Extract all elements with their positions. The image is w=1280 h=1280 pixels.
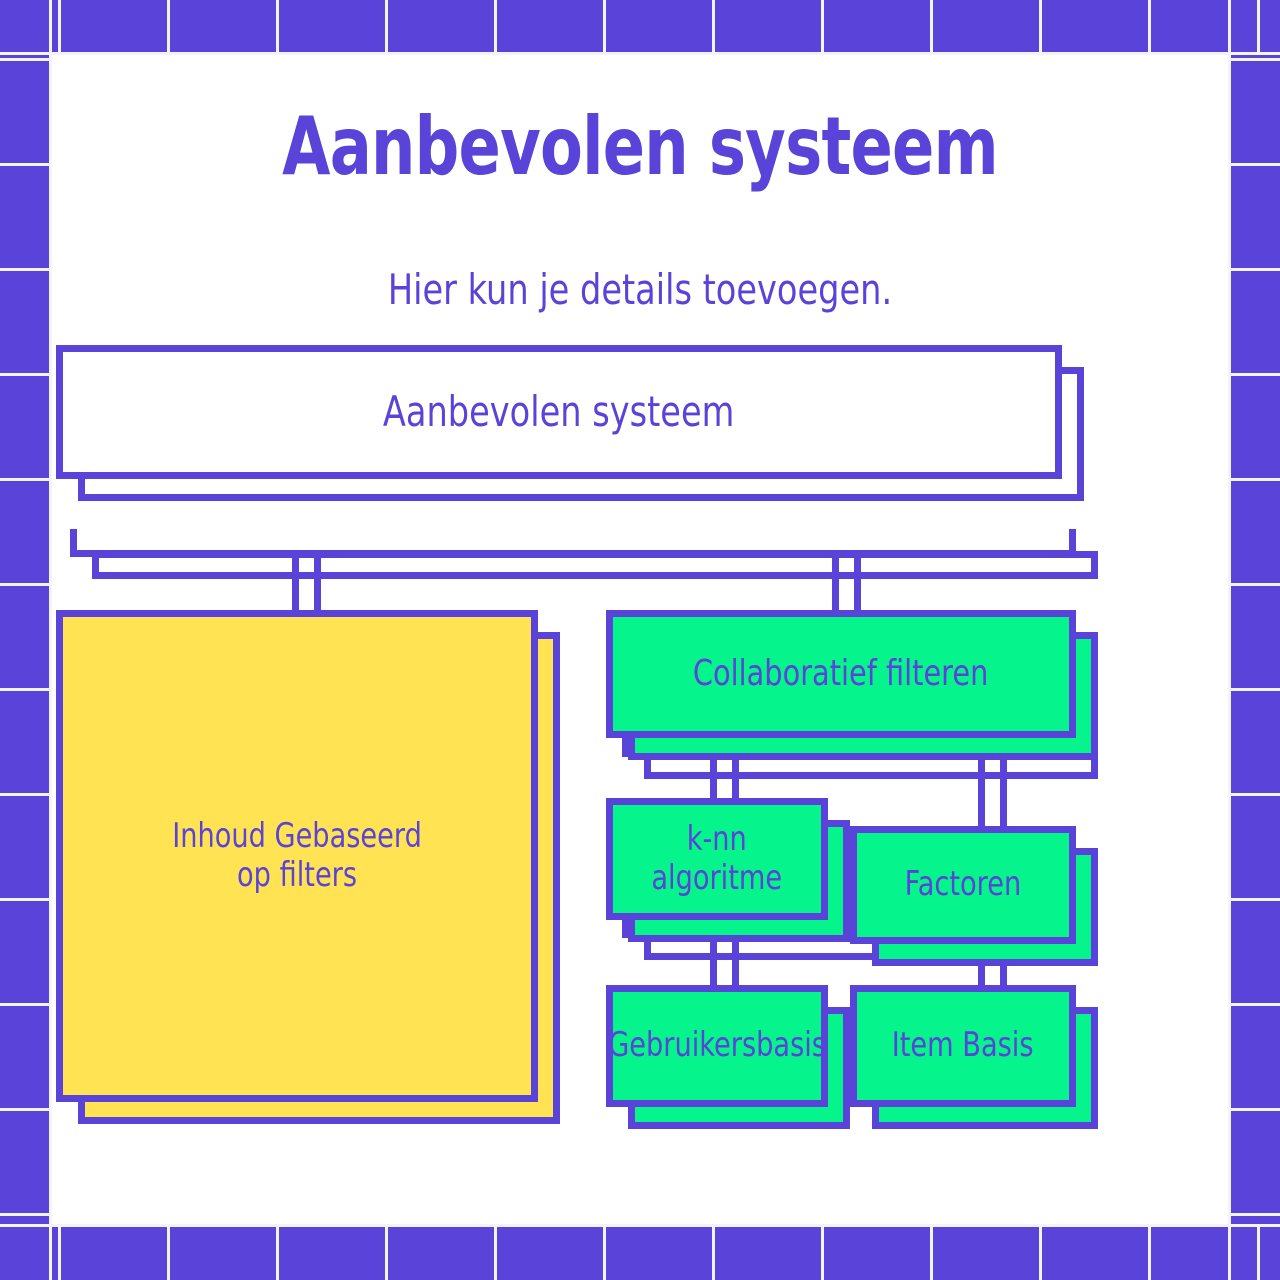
frame-tick-bottom: [276, 1227, 279, 1280]
content-area: Aanbevolen systeem Hier kun je details t…: [52, 55, 1228, 1224]
connector-item-drop: [978, 938, 985, 1000]
node-root-card[interactable]: Aanbevolen systeem: [56, 345, 1062, 479]
frame-tick-left: [0, 1108, 49, 1111]
frame-tick-bottom: [167, 1227, 170, 1280]
frame-tick-right: [1231, 478, 1280, 481]
frame-tick-right: [1231, 898, 1280, 901]
frame-tick-left: [0, 793, 49, 796]
page-subtitle: Hier kun je details toevoegen.: [387, 265, 893, 314]
frame-tick-right: [1231, 163, 1280, 166]
frame-tick-left: [0, 688, 49, 691]
frame-tick-right: [1231, 583, 1280, 586]
frame-tick-bottom: [1148, 1227, 1151, 1280]
connector-root-bracket: [70, 529, 1098, 579]
frame-tick-left: [0, 898, 49, 901]
connector-gebruikers-drop-shadow: [732, 938, 739, 1000]
connector-item-drop-shadow: [1000, 938, 1007, 1000]
frame-tick-right: [1231, 793, 1280, 796]
frame-line-bottom: [0, 1224, 1280, 1227]
node-content-based-filters-line2: op filters: [237, 855, 357, 895]
node-item-based-label: Item Basis: [892, 1025, 1034, 1066]
node-root-label: Aanbevolen systeem: [383, 386, 735, 436]
node-knn-algorithm-card[interactable]: k-nn algoritme: [606, 798, 828, 920]
node-content-based-filters-label: Inhoud Gebaseerd op filters: [172, 815, 422, 895]
connector-factoren-drop-shadow: [1000, 757, 1007, 857]
frame-tick-right: [1231, 373, 1280, 376]
frame-tick-left: [0, 373, 49, 376]
connector-factoren-drop: [978, 757, 985, 857]
frame-tick-bottom: [603, 1227, 606, 1280]
node-factors-card[interactable]: Factoren: [850, 826, 1076, 944]
frame-tick-top: [167, 0, 170, 52]
frame-tick-left: [0, 583, 49, 586]
node-factors[interactable]: Factoren: [850, 826, 1098, 966]
frame-tick-right: [1231, 1213, 1280, 1216]
frame-tick-right: [1231, 1003, 1280, 1006]
node-content-based-filters-card[interactable]: Inhoud Gebaseerd op filters: [56, 610, 538, 1102]
node-collaborative-filtering[interactable]: Collaboratief filteren: [606, 610, 1098, 760]
connector-gebruikers-drop: [710, 938, 717, 1000]
frame-tick-top: [930, 0, 933, 52]
org-chart-diagram: Aanbevolen systeem Inhoud Gebaseerd op f…: [52, 55, 1228, 1224]
frame-tick-right: [1231, 58, 1280, 61]
node-item-based-card[interactable]: Item Basis: [850, 985, 1076, 1107]
frame-tick-top: [1148, 0, 1151, 52]
frame-tick-top: [821, 0, 824, 52]
node-knn-algorithm[interactable]: k-nn algoritme: [606, 798, 850, 942]
frame-tick-bottom: [712, 1227, 715, 1280]
node-knn-algorithm-line2: algoritme: [651, 858, 783, 898]
frame-tick-bottom: [385, 1227, 388, 1280]
node-user-based-card[interactable]: Gebruikersbasis: [606, 985, 828, 1107]
node-factors-label: Factoren: [904, 864, 1022, 905]
frame-line-right: [1228, 0, 1231, 1280]
frame-tick-top: [603, 0, 606, 52]
page-title: Aanbevolen systeem: [282, 100, 998, 193]
frame-tick-right: [1231, 268, 1280, 271]
frame-tick-bottom: [930, 1227, 933, 1280]
frame-tick-right: [1231, 1108, 1280, 1111]
frame-tick-bottom: [1039, 1227, 1042, 1280]
frame-tick-left: [0, 268, 49, 271]
node-root[interactable]: Aanbevolen systeem: [56, 345, 1084, 501]
frame-tick-top: [385, 0, 388, 52]
frame-tick-top: [276, 0, 279, 52]
node-collaborative-filtering-card[interactable]: Collaboratief filteren: [606, 610, 1076, 738]
frame-tick-bottom: [1257, 1227, 1260, 1280]
frame-tick-left: [0, 58, 49, 61]
frame-tick-top: [712, 0, 715, 52]
frame-tick-left: [0, 1213, 49, 1216]
node-collaborative-filtering-label: Collaboratief filteren: [693, 653, 989, 695]
frame-tick-top: [1257, 0, 1260, 52]
node-content-based-filters[interactable]: Inhoud Gebaseerd op filters: [56, 610, 560, 1124]
node-knn-algorithm-label: k-nn algoritme: [651, 818, 783, 898]
frame-tick-right: [1231, 688, 1280, 691]
node-item-based[interactable]: Item Basis: [850, 985, 1098, 1129]
node-user-based-label: Gebruikersbasis: [608, 1025, 826, 1066]
frame-tick-left: [0, 163, 49, 166]
connector-root-bracket-main: [70, 529, 1076, 557]
frame-tick-bottom: [821, 1227, 824, 1280]
frame-tick-left: [0, 478, 49, 481]
frame-tick-top: [58, 0, 61, 52]
frame-tick-top: [494, 0, 497, 52]
frame-tick-left: [0, 1003, 49, 1006]
node-user-based[interactable]: Gebruikersbasis: [606, 985, 850, 1129]
frame-tick-bottom: [494, 1227, 497, 1280]
frame-tick-bottom: [58, 1227, 61, 1280]
node-content-based-filters-line1: Inhoud Gebaseerd: [172, 815, 422, 856]
frame-tick-top: [1039, 0, 1042, 52]
node-knn-algorithm-line1: k-nn: [686, 818, 748, 859]
